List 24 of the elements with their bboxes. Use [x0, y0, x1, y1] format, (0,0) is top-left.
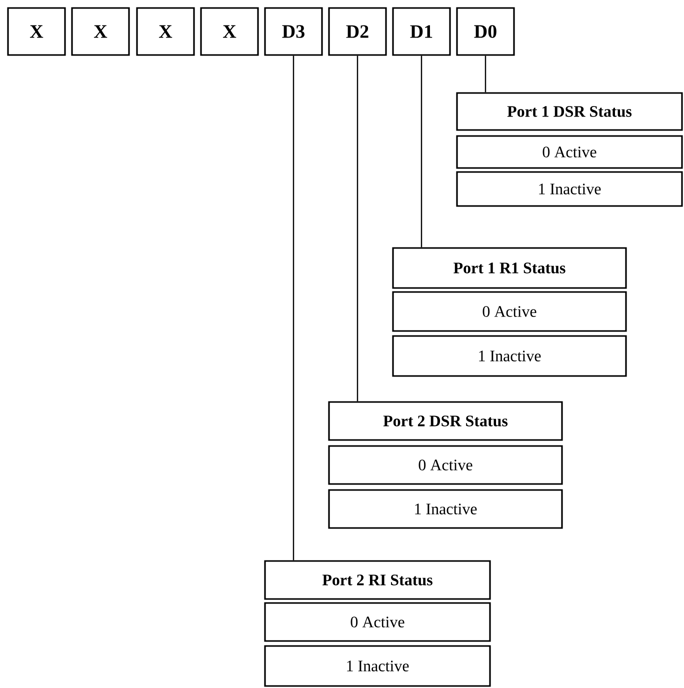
value-box: 1 Inactive: [264, 645, 491, 687]
bit-box: X: [71, 7, 130, 56]
header-box: Port 2 RI Status: [264, 560, 491, 600]
bit-box: D1: [392, 7, 451, 56]
bit-box: X: [136, 7, 195, 56]
value-box: 1 Inactive: [328, 489, 563, 529]
bit-box: X: [200, 7, 259, 56]
bit-box: D2: [328, 7, 387, 56]
bit-box: D0: [456, 7, 515, 56]
bit-box: X: [7, 7, 66, 56]
header-box: Port 1 R1 Status: [392, 247, 627, 289]
bit-box: D3: [264, 7, 323, 56]
connector-line: [292, 56, 294, 560]
value-box: 1 Inactive: [392, 335, 627, 377]
value-box: 0 Active: [328, 445, 563, 485]
value-box: 0 Active: [456, 135, 683, 169]
header-box: Port 2 DSR Status: [328, 401, 563, 441]
connector-line: [484, 56, 486, 92]
header-box: Port 1 DSR Status: [456, 92, 683, 131]
value-box: 1 Inactive: [456, 171, 683, 207]
value-box: 0 Active: [392, 291, 627, 332]
value-box: 0 Active: [264, 602, 491, 642]
connector-line: [356, 56, 358, 402]
connector-line: [420, 56, 422, 248]
